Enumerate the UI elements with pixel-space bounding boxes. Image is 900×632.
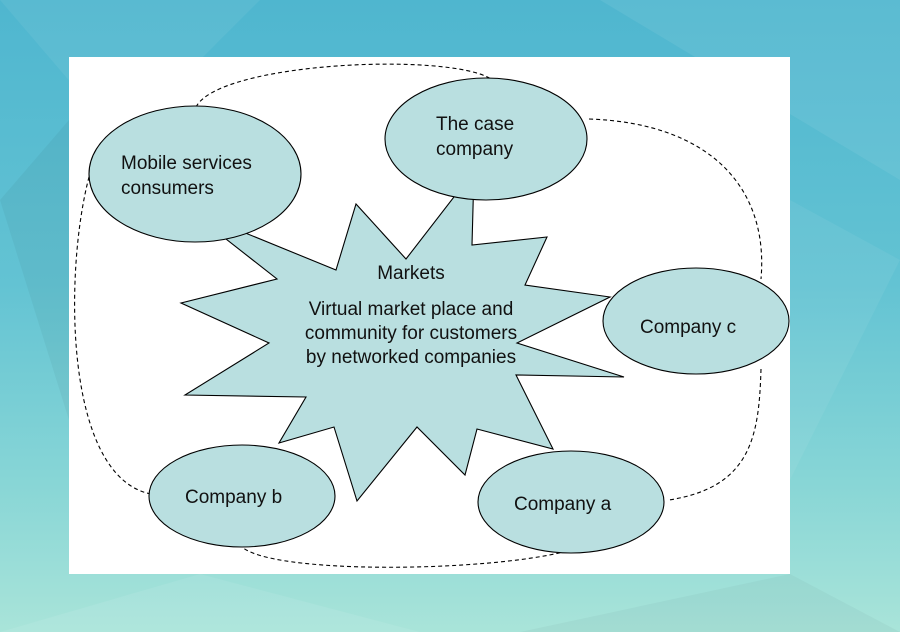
case-company-line1: The case xyxy=(436,114,515,135)
markets-title: Markets xyxy=(377,263,445,284)
node-company-c xyxy=(602,267,790,375)
node-case-company xyxy=(384,77,588,201)
markets-text: Markets Virtual market place and communi… xyxy=(286,262,536,370)
case-company-label: The case company xyxy=(436,112,514,162)
mobile-services-line1: Mobile services xyxy=(121,153,252,174)
mobile-services-label: Mobile services consumers xyxy=(121,151,252,201)
markets-line3: by networked companies xyxy=(305,347,517,368)
node-company-a xyxy=(477,450,665,554)
company-a-label: Company a xyxy=(514,494,612,515)
diagram-panel: Mobile services consumers The case compa… xyxy=(69,57,790,574)
mobile-services-line2: consumers xyxy=(121,178,214,199)
node-company-b xyxy=(148,444,336,548)
company-c-label: Company c xyxy=(640,317,737,338)
network-diagram xyxy=(74,63,790,568)
markets-line2: community for customers xyxy=(304,323,518,344)
markets-line1: Virtual market place and xyxy=(308,299,514,320)
node-mobile-services-consumers xyxy=(88,105,302,243)
company-b-label: Company b xyxy=(185,487,283,508)
case-company-line2: company xyxy=(436,139,514,160)
network-connector xyxy=(74,63,763,568)
